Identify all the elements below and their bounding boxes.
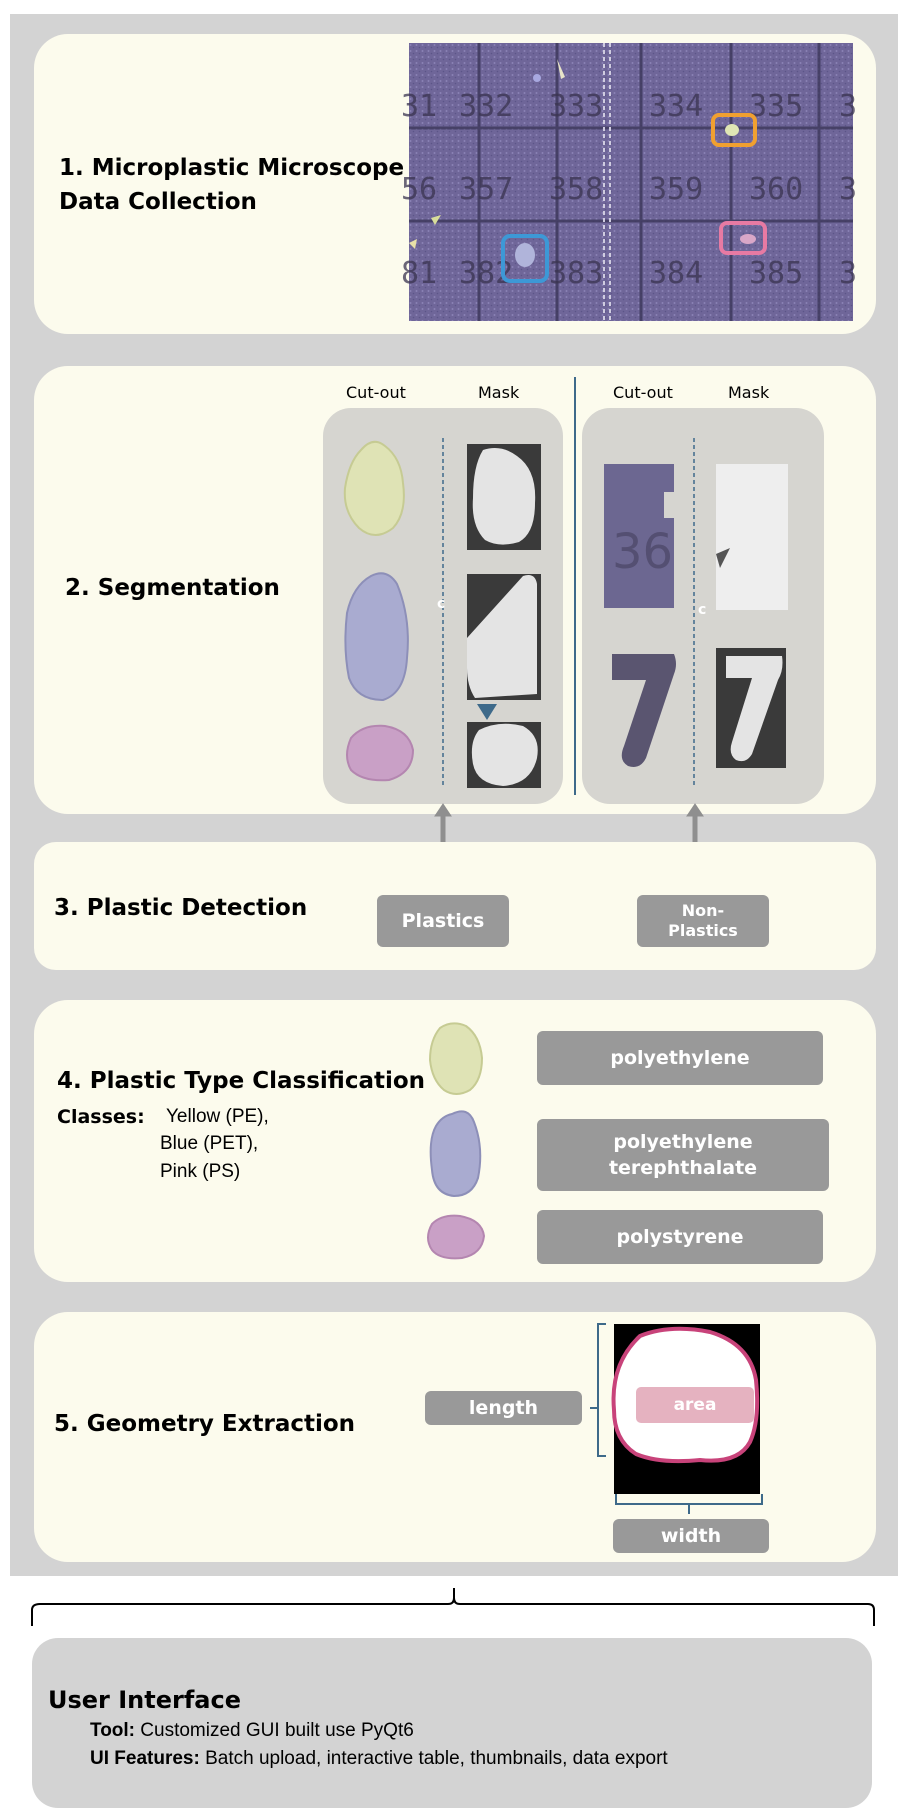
grid-num: 3: [839, 172, 857, 207]
result-pet-line2: terephthalate: [608, 1157, 758, 1179]
plastics-segmentation-graphic: c: [343, 438, 541, 788]
highlight-box-pink: [719, 221, 767, 255]
class-yellow: Yellow (PE),: [166, 1106, 269, 1127]
grid-num: 360: [749, 172, 803, 207]
ui-panel: [32, 1638, 872, 1808]
ui-features-line: UI Features: Batch upload, interactive t…: [90, 1748, 668, 1770]
grid-num: 332: [459, 89, 513, 124]
ui-tool-line: Tool: Customized GUI built use PyQt6: [90, 1720, 414, 1742]
width-label: width: [613, 1519, 769, 1553]
grid-num: 333: [549, 89, 603, 124]
step3-title: 3. Plastic Detection: [54, 895, 308, 921]
grid-num: 335: [749, 89, 803, 124]
width-bracket: [615, 1494, 763, 1514]
classified-particles: [427, 1022, 486, 1260]
nonplastics-segmentation-group: c 36: [582, 408, 824, 804]
microscope-grid-graphic: 31 332 333 334 335 3 56 357 358 359 360 …: [401, 43, 857, 321]
yellow-particle: [428, 1022, 484, 1095]
grid-num: 383: [549, 256, 603, 291]
result-polystyrene: polystyrene: [537, 1210, 823, 1264]
ui-tool-value: Customized GUI built use PyQt6: [135, 1720, 414, 1741]
result-pet-line1: polyethylene: [613, 1131, 753, 1153]
nonplastics-segmentation-graphic: c 36: [604, 438, 788, 788]
blue-particle: [429, 1110, 482, 1198]
right-cutout-header: Cut-out: [613, 383, 673, 402]
grid-num: 3: [839, 256, 857, 291]
geometry-spacer: [614, 1370, 756, 1371]
grid-num: 31: [401, 89, 437, 124]
result-polyethylene: polyethylene: [537, 1031, 823, 1085]
grid-num: 384: [649, 256, 703, 291]
ui-title: User Interface: [48, 1686, 241, 1714]
step4-title: 4. Plastic Type Classification: [57, 1068, 426, 1094]
grid-num: 385: [749, 256, 803, 291]
nonplastics-label: Non- Plastics: [637, 895, 769, 947]
svg-text:c: c: [698, 602, 706, 618]
step1-title-line1: 1. Microplastic Microscope: [59, 155, 405, 181]
grid-num: 357: [459, 172, 513, 207]
nonplastics-line1: Non-: [681, 901, 725, 920]
pink-particle: [427, 1214, 486, 1260]
grid-num: 334: [649, 89, 703, 124]
classes-label: Classes:: [57, 1106, 145, 1128]
plastics-segmentation-group: c: [323, 408, 563, 804]
microscope-image: 31 332 333 334 335 3 56 357 358 359 360 …: [401, 43, 857, 321]
grid-num: 56: [401, 172, 437, 207]
group-separator-line: [574, 377, 576, 795]
highlight-box-blue: [501, 234, 549, 283]
area-label: area: [636, 1387, 754, 1423]
step5-title: 5. Geometry Extraction: [54, 1411, 356, 1437]
svg-text:36: 36: [612, 524, 673, 580]
svg-text:c: c: [437, 596, 445, 612]
highlight-box-yellow: [711, 113, 757, 147]
left-cutout-header: Cut-out: [346, 383, 406, 402]
class-blue: Blue (PET),: [160, 1133, 259, 1154]
step1-title-line2: Data Collection: [59, 189, 257, 215]
result-polyethylene-terephthalate: polyethylene terephthalate: [537, 1119, 829, 1191]
right-mask-header: Mask: [728, 383, 770, 402]
grid-num: 81: [401, 256, 437, 291]
grid-num: 358: [549, 172, 603, 207]
plastics-label: Plastics: [377, 895, 509, 947]
step2-title: 2. Segmentation: [65, 575, 280, 601]
class-pink: Pink (PS): [160, 1161, 241, 1182]
length-label: length: [425, 1391, 582, 1425]
ui-features-label: UI Features:: [90, 1748, 200, 1769]
left-mask-header: Mask: [478, 383, 520, 402]
summary-brace: [31, 1588, 875, 1626]
ui-features-value: Batch upload, interactive table, thumbna…: [199, 1748, 668, 1769]
nonplastics-line2: Plastics: [668, 921, 738, 940]
grid-num: 359: [649, 172, 703, 207]
ui-tool-label: Tool:: [90, 1720, 136, 1741]
grid-num: 3: [839, 89, 857, 124]
